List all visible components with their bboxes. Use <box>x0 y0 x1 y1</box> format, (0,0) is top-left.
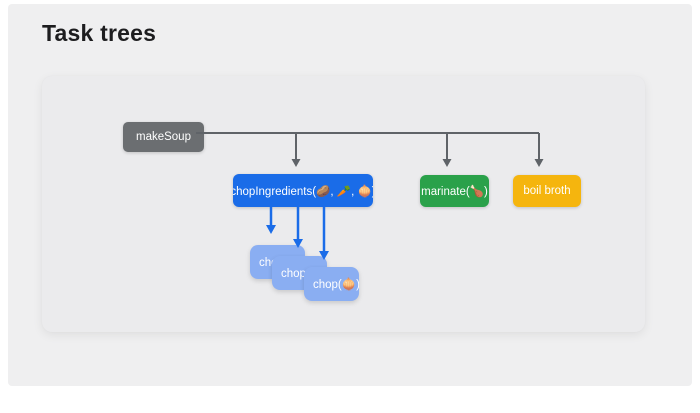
task-node-boil-broth[interactable]: boil broth <box>513 175 581 207</box>
page-title: Task trees <box>42 20 157 46</box>
subtask-card-chop-onion[interactable]: chop(🧅) <box>304 267 359 301</box>
task-node-marinate[interactable]: marinate(🍗) <box>420 175 489 207</box>
task-node-makesoup[interactable]: makeSoup <box>123 122 204 152</box>
slide-background: Task trees makeSoup chopIngredients(🥔, 🥕… <box>8 4 692 386</box>
task-node-chop-ingredients[interactable]: chopIngredients(🥔, 🥕, 🧅) <box>233 174 373 207</box>
